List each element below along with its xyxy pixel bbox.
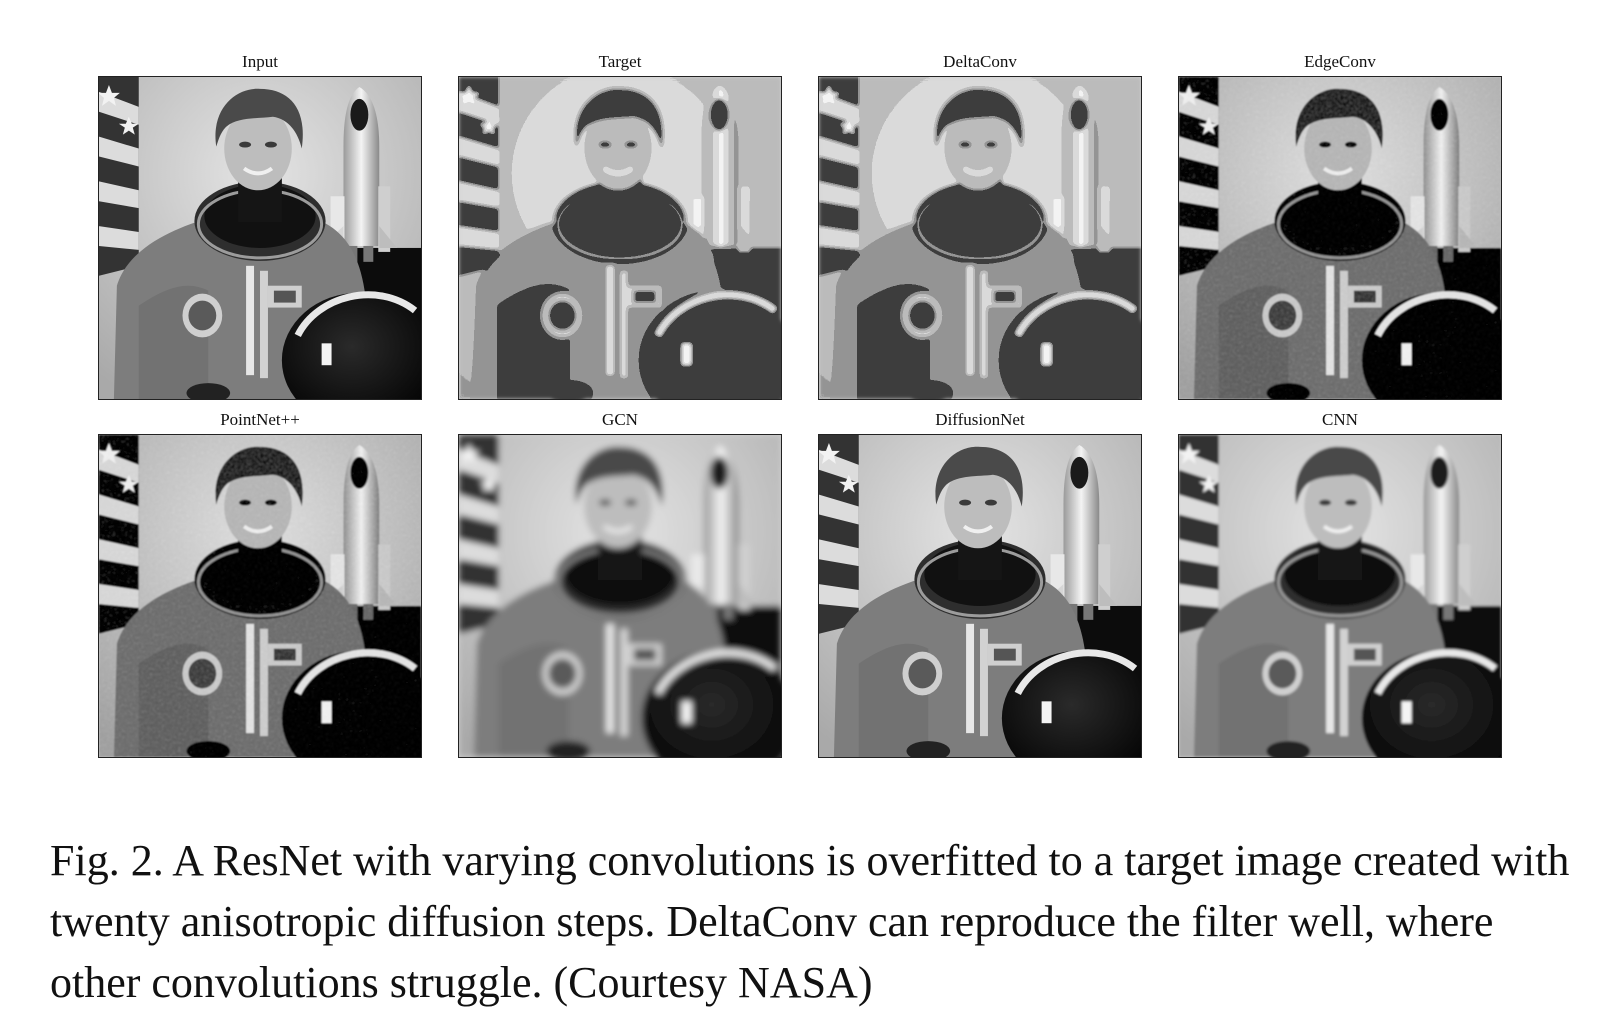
image-frame: [818, 434, 1142, 758]
panel-title: PointNet++: [220, 410, 300, 429]
astronaut-image: [459, 435, 781, 757]
image-frame: [458, 434, 782, 758]
figure-caption: Fig. 2. A ResNet with varying convolutio…: [50, 836, 1570, 1007]
image-frame: [818, 76, 1142, 400]
panel-title: DeltaConv: [943, 52, 1017, 71]
panel-title: CNN: [1322, 410, 1358, 429]
image-frame: [98, 434, 422, 758]
astronaut-image: [819, 435, 1141, 757]
panel-title: DiffusionNet: [935, 410, 1025, 429]
image-frame: [458, 76, 782, 400]
astronaut-image: [1179, 77, 1501, 399]
astronaut-image: [99, 77, 421, 399]
panel-input: Input: [98, 48, 422, 400]
panel-deltaconv: DeltaConv: [818, 48, 1142, 400]
panel-target: Target: [458, 48, 782, 400]
panel-diffusionnet: DiffusionNet: [818, 406, 1142, 758]
image-frame: [1178, 76, 1502, 400]
panel-title: Target: [598, 52, 642, 71]
astronaut-image: [459, 77, 781, 399]
panel-title: EdgeConv: [1304, 52, 1376, 71]
panel-edgeconv: EdgeConv: [1178, 48, 1502, 400]
astronaut-image: [1179, 435, 1501, 757]
image-frame: [1178, 434, 1502, 758]
panel-gcn: GCN: [458, 406, 782, 758]
astronaut-image: [99, 435, 421, 757]
image-frame: [98, 76, 422, 400]
panel-title: Input: [242, 52, 278, 71]
panel-cnn: CNN: [1178, 406, 1502, 758]
panel-title: GCN: [602, 410, 638, 429]
astronaut-image: [819, 77, 1141, 399]
panel-pointnet: PointNet++: [98, 406, 422, 758]
